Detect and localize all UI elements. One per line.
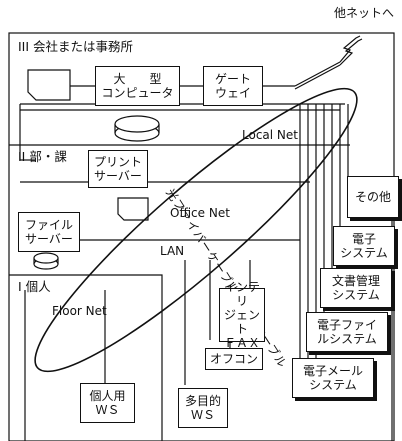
- region-individual-frame: [9, 274, 163, 441]
- document-system-label: 文書管理 システム: [331, 274, 380, 302]
- file-server-box: ファイル サーバー: [18, 212, 80, 252]
- office-computer-box: オフコン: [205, 348, 263, 370]
- office-computer-label: オフコン: [209, 352, 258, 366]
- region-company-label: III 会社または事務所: [18, 39, 134, 54]
- e-mail-system-label: 電子メール システム: [302, 364, 363, 392]
- electronic-system-label: 電子 システム: [340, 232, 388, 260]
- mainframe-label: 大 型 コンピュータ: [101, 72, 174, 100]
- disk-icon: [114, 115, 160, 142]
- region-department-label: II 部・課: [18, 149, 67, 164]
- network-ellipse: [34, 87, 358, 373]
- local-net-label: Local Net: [242, 128, 298, 142]
- region-individual-label: I 個人: [18, 279, 51, 294]
- terminal-icon: [27, 69, 71, 101]
- lan-label: LAN: [160, 244, 185, 258]
- office-net-label: Office Net: [170, 206, 230, 220]
- document-system-box: 文書管理 システム: [320, 268, 392, 308]
- other-system-label: その他: [354, 190, 391, 204]
- intelligent-fax-box: インテリ ジェント ＦＡＸ: [219, 280, 265, 350]
- multi-ws-box: 多目的 ＷＳ: [178, 388, 228, 428]
- other-system-box: その他: [347, 176, 399, 218]
- file-server-label: ファイル サーバー: [24, 218, 73, 246]
- file-disk-icon: [33, 252, 59, 270]
- printer-icon: [117, 197, 149, 221]
- gateway-box: ゲート ウェイ: [203, 66, 263, 106]
- print-server-box: プリント サーバー: [88, 150, 148, 188]
- multi-ws-label: 多目的 ＷＳ: [184, 394, 221, 422]
- e-file-system-box: 電子ファイ ルシステム: [306, 312, 388, 352]
- floor-net-label: Floor Net: [52, 304, 107, 318]
- mainframe-box: 大 型 コンピュータ: [95, 66, 180, 106]
- electronic-system-box: 電子 システム: [333, 226, 395, 266]
- external-network-label: 他ネットへ: [334, 6, 395, 20]
- personal-ws-label: 個人用 ＷＳ: [89, 389, 126, 417]
- e-file-system-label: 電子ファイ ルシステム: [316, 318, 377, 346]
- print-server-label: プリント サーバー: [93, 155, 142, 183]
- personal-ws-box: 個人用 ＷＳ: [80, 383, 135, 423]
- e-mail-system-box: 電子メール システム: [292, 358, 374, 398]
- intelligent-fax-label: インテリ ジェント ＦＡＸ: [223, 280, 260, 350]
- gateway-label: ゲート ウェイ: [214, 72, 251, 100]
